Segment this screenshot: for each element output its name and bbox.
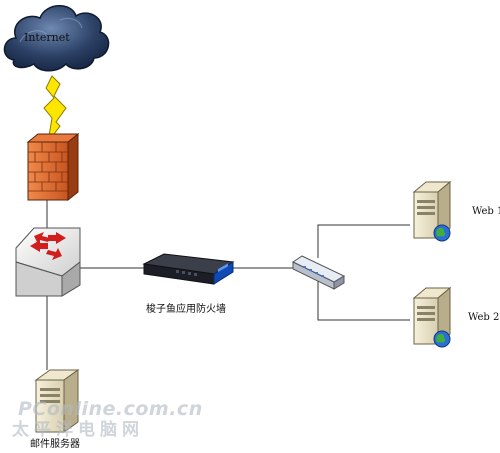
lightning-bolt-icon [43, 75, 67, 143]
link-hub-web1 [317, 224, 410, 258]
watermark-cn: 太平洋电脑网 [12, 420, 144, 440]
internet-cloud-icon [3, 5, 110, 72]
mail-server-icon [34, 369, 80, 433]
hub-switch-icon [291, 255, 346, 290]
waf-label: 梭子鱼应用防火墙 [146, 304, 226, 315]
mail-server-label: 邮件服务器 [30, 439, 80, 450]
web1-server-icon [412, 180, 452, 242]
web2-label: Web 2 [468, 312, 500, 323]
waf-appliance-icon [142, 253, 235, 285]
web2-server-icon [412, 286, 452, 348]
internet-label: Internet [24, 31, 70, 44]
router-icon [15, 227, 81, 297]
link-hub-web2 [317, 280, 410, 321]
web1-label: Web 1 [472, 206, 500, 217]
watermark-site: PConline.com.cn [18, 398, 203, 420]
firewall-icon [26, 132, 80, 202]
